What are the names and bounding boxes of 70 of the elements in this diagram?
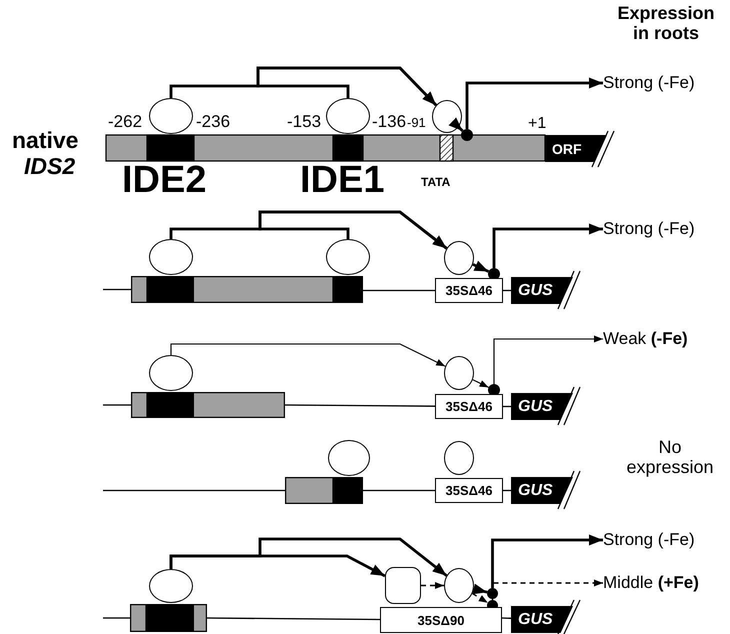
protein-oval (149, 98, 193, 134)
element-label: TATA (421, 176, 450, 190)
element-label: IDE1 (300, 160, 384, 202)
dna-line (284, 404, 435, 407)
protein-oval (444, 241, 474, 275)
dna-line (103, 288, 131, 290)
arrow (256, 66, 438, 106)
position-number: -91 (407, 116, 426, 130)
protein-oval (326, 239, 370, 275)
arrow (170, 538, 448, 577)
protein-oval (328, 440, 370, 476)
promoter-box: 35SΔ46 (435, 394, 503, 419)
dna-line (206, 617, 380, 620)
arrow (472, 592, 488, 604)
arrow (472, 260, 490, 273)
construct-label: IDS2 (24, 154, 76, 180)
arrow (448, 117, 464, 132)
protein-oval (149, 355, 193, 391)
column-heading: Expression in roots (616, 4, 716, 44)
gene-box: GUS (511, 393, 573, 420)
dna-line (103, 490, 285, 492)
expression-label: No expression (625, 438, 715, 478)
promoter-fragment (131, 392, 285, 418)
protein-oval (149, 239, 193, 275)
orf-box: ORF (545, 135, 607, 162)
dna-line (362, 490, 435, 492)
gene-box: GUS (511, 606, 573, 633)
arrow (420, 582, 444, 589)
construct-label: native (12, 128, 78, 154)
dna-line (362, 290, 435, 292)
arrow (466, 78, 603, 129)
protein-oval (444, 441, 474, 475)
element-label: IDE2 (122, 160, 206, 202)
expression-label: Middle (+Fe) (603, 572, 715, 594)
expression-label: Strong (-Fe) (603, 72, 715, 94)
start-site-dot (487, 588, 498, 599)
dna-line (501, 617, 512, 619)
protein-oval (444, 568, 474, 603)
arrow (170, 343, 446, 367)
promoter-fragment (130, 604, 207, 632)
position-number: -236 (196, 113, 230, 132)
protein-oval (444, 356, 474, 390)
promoter-box: 35SΔ46 (435, 478, 503, 503)
promoter-fragment (131, 276, 363, 303)
position-number: -153 (287, 113, 322, 132)
arrow (492, 580, 603, 600)
expression-label: Strong (-Fe) (603, 529, 715, 551)
protein-box (385, 567, 421, 604)
dna-line (103, 404, 131, 406)
arrow (492, 224, 603, 268)
promoter-box: 35SΔ90 (380, 607, 502, 633)
arrow (258, 210, 448, 250)
arrow (472, 379, 489, 388)
protein-oval (149, 569, 193, 603)
start-site-dot (461, 129, 473, 141)
position-number: -262 (108, 113, 142, 132)
arrow (472, 584, 488, 594)
protein-oval (432, 100, 462, 133)
promoter-fragment (285, 477, 363, 504)
expression-label: Weak (-Fe) (603, 328, 715, 350)
position-number: -136 (372, 113, 406, 132)
gene-box: GUS (511, 477, 573, 504)
protein-oval (326, 98, 370, 134)
dna-line (103, 617, 130, 619)
arrow (493, 336, 603, 384)
promoter-box: 35SΔ46 (435, 278, 503, 303)
position-number: +1 (528, 115, 546, 133)
gene-box: GUS (511, 277, 573, 304)
expression-label: Strong (-Fe) (603, 218, 715, 240)
arrow (491, 534, 603, 588)
